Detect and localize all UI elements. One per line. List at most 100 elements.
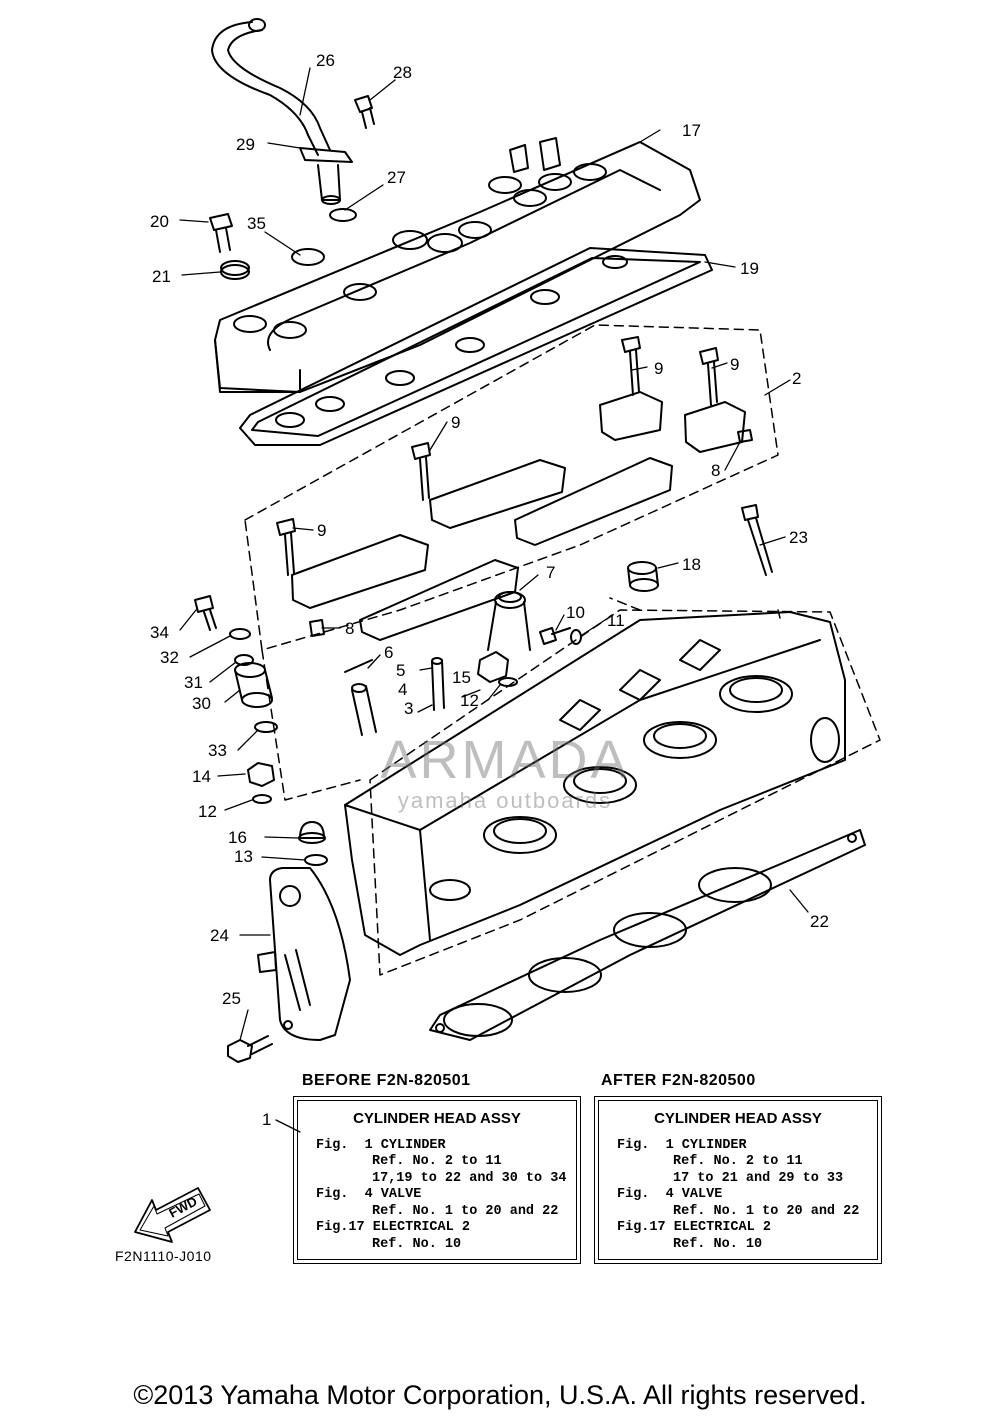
washer-13-part [304, 854, 328, 866]
callout-5: 5 [396, 661, 405, 680]
grommet-35-part [291, 248, 325, 266]
callout-1: 1 [262, 1110, 271, 1129]
callout-26: 26 [316, 51, 335, 70]
callout-12b: 12 [198, 802, 217, 821]
assy-box-line: Fig.17 ELECTRICAL 2 [316, 1220, 470, 1235]
assy-box-line: Ref. No. 10 [372, 1236, 462, 1252]
cylinder-head-cover-part [214, 137, 701, 393]
assy-box-after-title: CYLINDER HEAD ASSY [654, 1110, 822, 1127]
head-outline-dashed [369, 609, 881, 976]
assy-box-line: Ref. No. 2 to 11 [673, 1154, 803, 1169]
cap-nut-16-part [298, 821, 326, 844]
assy-box-line: Ref. No. 1 to 20 and 22 [673, 1203, 860, 1219]
assy-box-line: Ref. No. 2 to 11 [372, 1154, 502, 1169]
callout-18: 18 [682, 555, 701, 574]
callout-35: 35 [247, 214, 266, 233]
assy-box-line: 17 to 21 and 29 to 33 [673, 1170, 844, 1186]
callout-30: 30 [192, 694, 211, 713]
cylinder-head-part [344, 611, 846, 956]
callout-16: 16 [228, 828, 247, 847]
bolt-20-part [209, 213, 233, 253]
sleeve-4-part [351, 683, 377, 736]
callout-labels: 26 28 29 17 27 20 35 21 19 9 9 2 9 8 9 2… [150, 51, 829, 1129]
washer-11-part [570, 629, 582, 645]
nut-14-part [247, 762, 275, 787]
grommet-21-part [220, 260, 250, 280]
nut-15-part [477, 651, 509, 683]
washer-32-part [229, 628, 251, 640]
camshaft-cap-part [291, 391, 746, 641]
assy-box-line: 17,19 to 22 and 30 to 34 [372, 1170, 567, 1186]
washer-12-center-part [498, 677, 518, 687]
assy-box-line: Ref. No. 10 [673, 1236, 763, 1252]
callout-9c: 9 [451, 413, 460, 432]
callout-32: 32 [160, 648, 179, 667]
header-before: BEFORE F2N-820501 [302, 1072, 471, 1089]
assy-box-line: Fig. 4 VALVE [617, 1187, 723, 1202]
callout-9d: 9 [317, 521, 326, 540]
callout-4: 4 [398, 680, 407, 699]
clip-6-part [344, 659, 373, 673]
assy-box-line: Ref. No. 1 to 20 and 22 [372, 1203, 559, 1219]
washer-31-part [234, 654, 254, 666]
callout-8b: 8 [345, 619, 354, 638]
leader-lines [179, 67, 809, 1133]
valve-stem-seal-part [487, 591, 531, 651]
bolt-28-part [354, 95, 375, 129]
callout-14: 14 [192, 767, 211, 786]
callout-7: 7 [546, 563, 555, 582]
fwd-label: FWD [166, 1194, 199, 1221]
dowel-8-part [737, 429, 753, 443]
callout-28: 28 [393, 63, 412, 82]
diagram-code: F2N1110-J010 [115, 1248, 212, 1264]
callout-10: 10 [566, 603, 585, 622]
callout-9a: 9 [654, 359, 663, 378]
assy-box-line: Fig. 1 CYLINDER [617, 1137, 747, 1153]
callout-6: 6 [384, 643, 393, 662]
callout-33: 33 [208, 741, 227, 760]
assy-box-line: Fig. 4 VALVE [316, 1187, 422, 1202]
bolt-10-part [539, 627, 571, 645]
bolt-23-part [741, 504, 773, 576]
callout-24: 24 [210, 926, 229, 945]
callout-15: 15 [452, 668, 471, 687]
washer-12-left-part [252, 794, 272, 804]
assy-box-line: Fig. 1 CYLINDER [316, 1137, 446, 1153]
sleeve-30-part [234, 662, 273, 708]
callout-2: 2 [792, 369, 801, 388]
plug-18-part [627, 561, 659, 592]
callout-12a: 12 [460, 691, 479, 710]
assy-box-before-title: CYLINDER HEAD ASSY [353, 1110, 521, 1127]
fwd-arrow-icon [134, 1187, 211, 1243]
bolt-9-part [276, 336, 719, 576]
copyright-notice: ©2013 Yamaha Motor Corporation, U.S.A. A… [133, 1380, 867, 1410]
pin-5-part [431, 657, 445, 711]
head-cover-gasket-part [239, 247, 713, 446]
head-gasket-part [429, 829, 866, 1041]
bolt-25-part [227, 1035, 273, 1063]
assembly-2-outline [244, 324, 779, 651]
bolt-34-part [194, 595, 217, 631]
callout-20: 20 [150, 212, 169, 231]
callout-23: 23 [789, 528, 808, 547]
callout-31: 31 [184, 673, 203, 692]
o-ring-27-part [329, 208, 357, 222]
assy-box-line: Fig.17 ELECTRICAL 2 [617, 1220, 771, 1235]
callout-3: 3 [404, 699, 413, 718]
callout-34: 34 [150, 623, 169, 642]
callout-8a: 8 [711, 461, 720, 480]
callout-19: 19 [740, 259, 759, 278]
bracket-24-part [257, 867, 351, 1041]
callout-29: 29 [236, 135, 255, 154]
breather-hose-part [211, 18, 353, 205]
callout-27: 27 [387, 168, 406, 187]
callout-11: 11 [607, 611, 625, 630]
callout-25: 25 [222, 989, 241, 1008]
callout-21: 21 [152, 267, 171, 286]
callout-9b: 9 [730, 355, 739, 374]
o-ring-33-part [254, 721, 278, 733]
